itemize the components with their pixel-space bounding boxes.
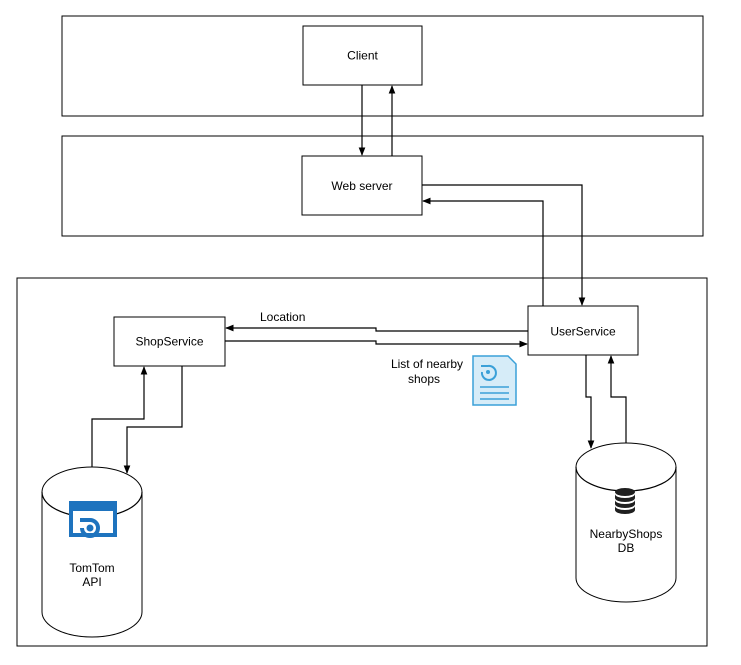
tomtom-api-label-line2: API <box>82 575 101 589</box>
edge-db-to-userservice <box>607 355 627 443</box>
edge-webserver-to-userservice <box>422 184 586 306</box>
edge-shopservice-to-userservice <box>225 340 528 348</box>
tomtom-logo-icon <box>69 501 117 538</box>
client-node[interactable]: Client <box>302 25 423 86</box>
web-server-node[interactable]: Web server <box>301 155 423 216</box>
edge-shopservice-to-tomtom <box>123 366 183 474</box>
shop-service-label: ShopService <box>135 335 203 349</box>
nearbyshops-db-node[interactable]: NearbyShops DB <box>575 442 677 603</box>
user-service-label: UserService <box>550 325 616 339</box>
edge-userservice-to-webserver <box>422 197 544 306</box>
user-service-node[interactable]: UserService <box>527 305 639 356</box>
nearbyshops-db-label-line2: DB <box>618 541 635 555</box>
shop-service-node[interactable]: ShopService <box>113 316 226 367</box>
nearbyshops-db-label-line1: NearbyShops <box>590 527 663 541</box>
database-icon <box>615 488 635 514</box>
edge-userservice-to-shopservice <box>225 324 528 332</box>
web-server-label: Web server <box>331 179 392 193</box>
tomtom-api-node[interactable]: TomTom API <box>41 466 143 638</box>
document-icon <box>472 355 517 406</box>
tomtom-api-label-line1: TomTom <box>69 561 114 575</box>
edge-tomtom-to-shopservice <box>91 366 148 467</box>
edge-userservice-to-db <box>585 355 595 449</box>
client-label: Client <box>347 49 378 63</box>
nearby-shops-edge-label-line1: List of nearby <box>391 357 463 371</box>
nearby-shops-edge-label-line2: shops <box>408 372 440 386</box>
location-edge-label: Location <box>260 310 305 324</box>
